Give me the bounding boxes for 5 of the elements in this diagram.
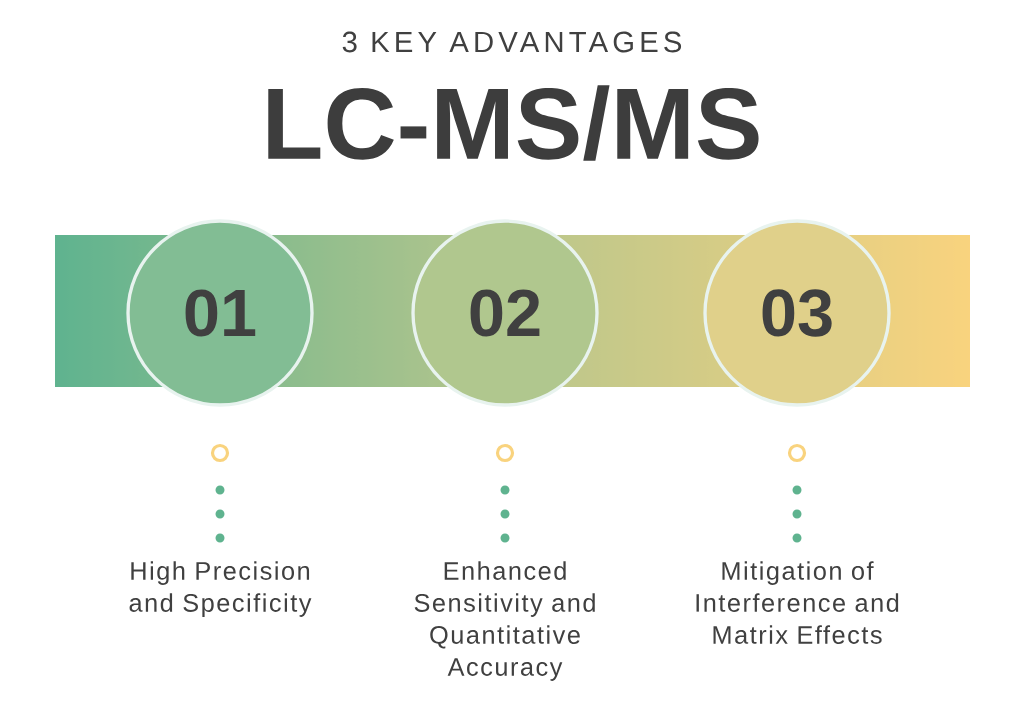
- description-text: High Precision and Specificity: [129, 561, 312, 617]
- subtitle: 3 KEY ADVANTAGES: [342, 31, 682, 53]
- description-text: Mitigation of Interference and Matrix Effects: [696, 561, 899, 644]
- description-text: Enhanced Sensitivity and Quantitative Accuracy: [414, 561, 595, 681]
- title: LC-MS/MS: [268, 85, 759, 161]
